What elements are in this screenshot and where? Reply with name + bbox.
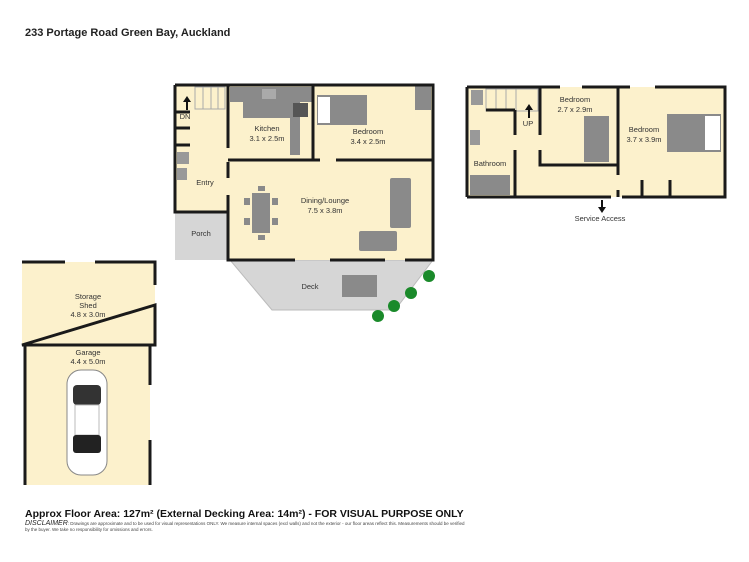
footer: Approx Floor Area: 127m² (External Decki…	[25, 508, 465, 533]
bedroom3-label: Bedroom	[629, 125, 659, 134]
stove-icon	[293, 103, 308, 117]
deck-area	[228, 259, 435, 311]
dining-size: 7.5 x 3.8m	[307, 206, 342, 215]
dining-table-icon	[252, 193, 270, 233]
shed-floor	[22, 262, 155, 345]
car-icon	[66, 369, 108, 476]
floor-area-text: Approx Floor Area: 127m² (External Decki…	[25, 508, 464, 520]
dining-label: Dining/Lounge	[301, 196, 349, 205]
pillow-icon	[705, 116, 720, 150]
arrow-up-icon	[183, 96, 191, 110]
outdoor-table-icon	[342, 275, 377, 297]
stairs-down-label: DN	[180, 112, 191, 121]
disclaimer: DISCLAIMER: Drawings are approximate and…	[25, 520, 465, 533]
toilet-icon	[471, 90, 483, 105]
garage-label: Garage	[75, 348, 100, 357]
vanity-icon	[470, 130, 480, 145]
bedroom3-size: 3.7 x 3.9m	[626, 135, 661, 144]
appliance-icon	[177, 168, 187, 180]
entry-label: Entry	[196, 178, 214, 187]
wardrobe	[415, 86, 431, 110]
stairs-icon	[194, 86, 226, 110]
disclaimer-text: : Drawings are approximate and to be use…	[25, 521, 465, 532]
chairs-icon	[244, 186, 278, 240]
disclaimer-label: DISCLAIMER	[25, 520, 68, 527]
deck-label: Deck	[301, 282, 318, 291]
bedroom1-size: 3.4 x 2.5m	[350, 137, 385, 146]
walls	[465, 85, 727, 199]
sink-icon	[262, 89, 276, 99]
bedroom2-label: Bedroom	[560, 95, 590, 104]
sofa-icon	[390, 178, 411, 228]
shed-label-2: Shed	[79, 301, 97, 310]
address-title: 233 Portage Road Green Bay, Auckland	[25, 27, 231, 39]
bathtub-icon	[470, 175, 510, 195]
service-access-label: Service Access	[575, 214, 626, 223]
bedroom1-label: Bedroom	[353, 127, 383, 136]
pillow-icon	[318, 97, 330, 123]
stairs-up-label: UP	[523, 119, 533, 128]
arrow-down-icon	[598, 200, 606, 213]
appliance-icon	[177, 152, 189, 164]
garage-size: 4.4 x 5.0m	[70, 357, 105, 366]
kitchen-label: Kitchen	[254, 124, 279, 133]
bedroom2-size: 2.7 x 2.9m	[557, 105, 592, 114]
shed-size: 4.8 x 3.0m	[70, 310, 105, 319]
porch-area	[175, 212, 228, 260]
sofa-icon	[359, 231, 397, 251]
shed-label: Storage	[75, 292, 101, 301]
arrow-up-icon	[525, 104, 533, 118]
porch-label: Porch	[191, 229, 211, 238]
walls	[21, 260, 157, 485]
plants-icon	[372, 270, 435, 322]
kitchen-size: 3.1 x 2.5m	[249, 134, 284, 143]
bed-icon	[584, 116, 609, 162]
bathroom-label: Bathroom	[474, 159, 507, 168]
walls	[173, 83, 435, 262]
kitchen-counter	[230, 87, 313, 155]
